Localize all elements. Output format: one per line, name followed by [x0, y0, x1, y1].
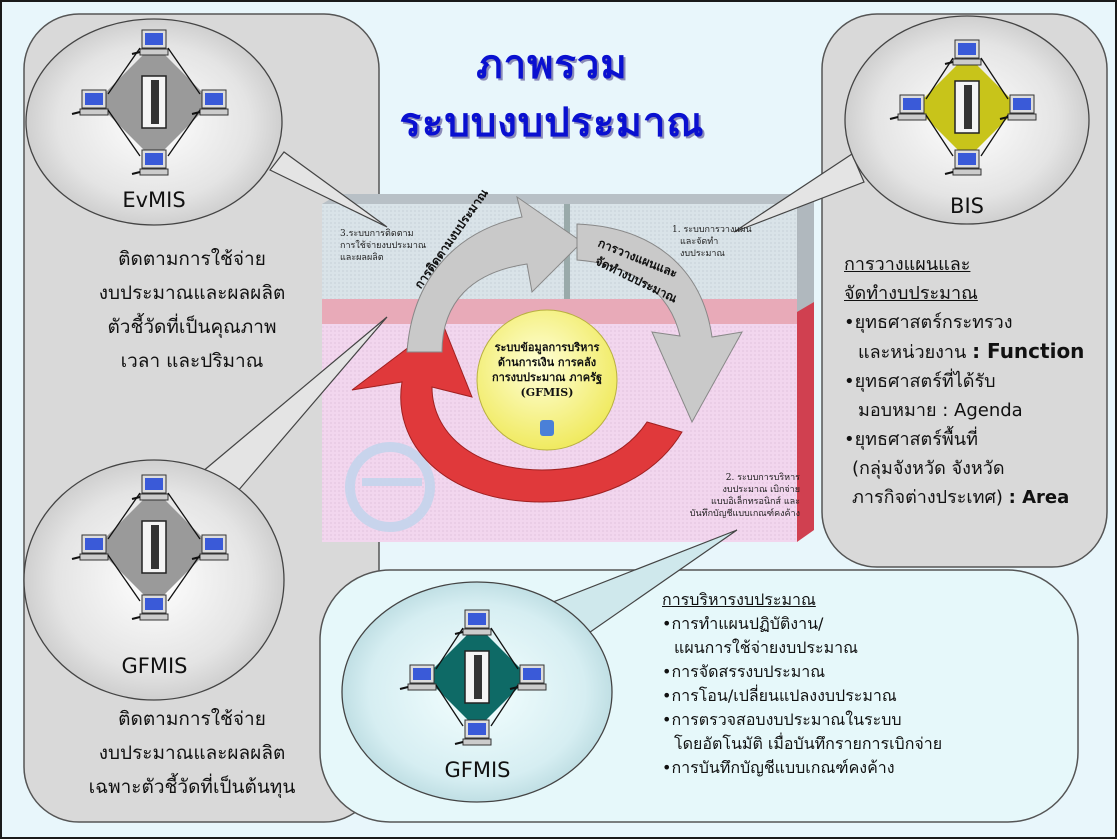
connection-arrow — [980, 114, 1009, 157]
title-line-2: ระบบงบประมาณ — [399, 100, 705, 146]
computer-icon — [71, 534, 109, 561]
network-cluster — [71, 29, 229, 176]
computer-icon — [399, 664, 437, 691]
evmis-desc-line: ตัวชี้วัดที่เป็นคุณภาพ — [107, 316, 277, 338]
computer-icon — [944, 149, 982, 176]
computer-icon — [71, 89, 109, 116]
server-icon — [141, 75, 167, 129]
gfmis-left-desc-line: งบประมาณและผลผลิต — [98, 742, 286, 764]
bis-label: BIS — [950, 194, 984, 218]
bis-heading-2: จัดทำงบประมาณ — [844, 283, 978, 304]
cycle-arrows — [351, 195, 743, 503]
computer-icon — [131, 594, 169, 621]
computer-icon — [191, 89, 229, 116]
title-line-1: ภาพรวม — [476, 42, 628, 88]
connection-arrow — [925, 114, 954, 157]
gfmis-bottom-item: •การจัดสรรงบประมาณ — [662, 662, 826, 681]
connection-arrow — [167, 554, 201, 602]
planning-arrow — [576, 223, 743, 424]
network-cluster — [71, 474, 229, 621]
bis-item: •ยุทธศาสตร์ที่ได้รับ — [844, 371, 996, 392]
connection-arrow — [107, 47, 141, 95]
computer-icon — [509, 664, 547, 691]
gfmis-bottom-item: •การโอน/เปลี่ยนแปลงงบประมาณ — [662, 686, 897, 705]
computer-icon — [131, 29, 169, 56]
gfmis-left-description: ติดตามการใช้จ่าย งบประมาณและผลผลิต เฉพาะ… — [42, 702, 342, 804]
bis-heading-1: การวางแผนและ — [844, 254, 971, 275]
connection-arrow — [490, 684, 519, 727]
evmis-description: ติดตามการใช้จ่าย งบประมาณและผลผลิต ตัวชี… — [42, 242, 342, 378]
gfmis-bottom-item: •การทำแผนปฏิบัติงาน/ — [662, 614, 824, 633]
bis-item: และหน่วยงาน : Function — [858, 339, 1085, 363]
gfmis-bottom-item: •การบันทึกบัญชีแบบเกณฑ์คงค้าง — [662, 758, 895, 777]
connection-arrow — [167, 47, 201, 95]
evmis-desc-line: ติดตามการใช้จ่าย — [118, 248, 266, 270]
gfmis-bottom-item: แผนการใช้จ่ายงบประมาณ — [674, 638, 858, 657]
connection-arrow — [107, 109, 141, 157]
network-cluster — [399, 609, 547, 746]
computer-icon — [454, 719, 492, 746]
connection-arrow — [925, 57, 954, 100]
connection-arrow — [167, 492, 201, 540]
gfmis-core-circle — [476, 309, 618, 451]
gfmis-bottom-heading: การบริหารงบประมาณ — [662, 590, 816, 609]
gfmis-left-label: GFMIS — [121, 654, 188, 678]
network-cluster — [889, 39, 1037, 176]
computer-icon — [999, 94, 1037, 121]
system-1-label: 1. ระบบการวางแผนและจัดทำงบประมาณ — [672, 225, 752, 259]
evmis-bubble-tail — [269, 151, 388, 228]
evmis-label: EvMIS — [122, 188, 186, 212]
connection-arrow — [980, 57, 1009, 100]
gfmis-bottom-label: GFMIS — [444, 758, 511, 782]
connection-arrow — [107, 554, 141, 602]
bis-item: ภารกิจต่างประเทศ) : Area — [852, 487, 1070, 508]
system-2-label: 2. ระบบการบริหารงบประมาณ เบิกจ่ายแบบอิเล… — [689, 473, 800, 519]
server-icon — [464, 650, 490, 704]
red-cycle-arrow — [351, 321, 683, 503]
connection-arrow — [435, 684, 464, 727]
bis-item: •ยุทธศาสตร์พื้นที่ — [844, 429, 978, 450]
gfmis-left-desc-line: ติดตามการใช้จ่าย — [118, 708, 266, 730]
evmis-desc-line: งบประมาณและผลผลิต — [98, 282, 286, 304]
computer-icon — [889, 94, 927, 121]
computer-icon — [131, 149, 169, 176]
evmis-desc-line: เวลา และปริมาณ — [120, 350, 264, 372]
bis-item: (กลุ่มจังหวัด จังหวัด — [852, 458, 1005, 479]
gfmis-bottom-description: การบริหารงบประมาณ •การทำแผนปฏิบัติงาน/ แ… — [662, 588, 1062, 780]
bis-item: มอบหมาย : Agenda — [858, 400, 1023, 421]
gfmis-left-desc-line: เฉพาะตัวชี้วัดที่เป็นต้นทุน — [88, 776, 296, 798]
gfmis-core-text: ระบบข้อมูลการบริหารด้านการเงิน การคลังกา… — [491, 341, 603, 399]
server-icon — [141, 520, 167, 574]
bis-description: การวางแผนและ จัดทำงบประมาณ •ยุทธศาสตร์กร… — [844, 250, 1104, 512]
tracking-arrow — [406, 195, 583, 353]
bis-item: •ยุทธศาสตร์กระทรวง — [844, 312, 1013, 333]
connection-arrow — [490, 627, 519, 670]
connection-arrow — [435, 627, 464, 670]
connection-arrow — [167, 109, 201, 157]
server-icon — [954, 80, 980, 134]
system-3-label: 3.ระบบการติดตามการใช้จ่ายงบประมาณและผลผล… — [340, 229, 427, 263]
computer-icon — [191, 534, 229, 561]
connection-arrow — [107, 492, 141, 540]
gfmis-bottom-item: โดยอัตโนมัติ เมื่อบันทึกรายการเบิกจ่าย — [674, 734, 943, 753]
gfmis-bottom-item: •การตรวจสอบงบประมาณในระบบ — [662, 710, 902, 729]
computer-icon — [131, 474, 169, 501]
computer-icon — [944, 39, 982, 66]
